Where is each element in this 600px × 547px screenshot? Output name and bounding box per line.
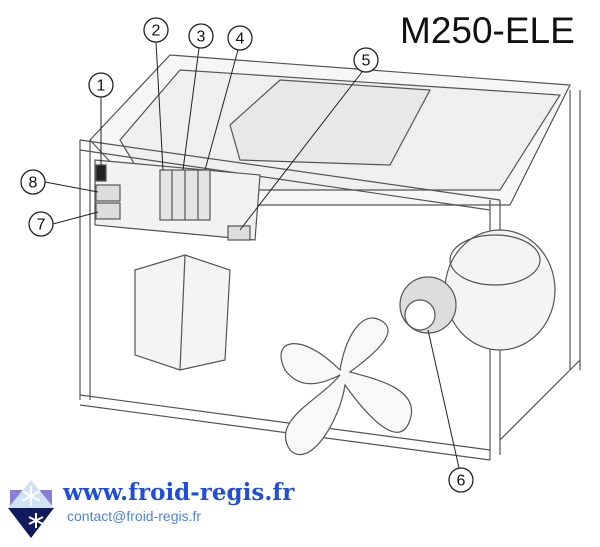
callout-1: 1 [88, 72, 114, 98]
svg-text:7: 7 [37, 217, 46, 234]
callout-8: 8 [20, 169, 46, 195]
frame [79, 54, 581, 461]
callout-5: 5 [353, 47, 379, 73]
svg-text:8: 8 [29, 175, 38, 192]
svg-text:2: 2 [152, 23, 161, 40]
svg-text:1: 1 [97, 78, 106, 95]
svg-text:6: 6 [457, 473, 466, 490]
email-link[interactable]: contact@froid-regis.fr [67, 508, 202, 524]
callout-4: 4 [227, 25, 253, 51]
svg-text:3: 3 [197, 29, 206, 46]
website-link[interactable]: www.froid-regis.fr [63, 479, 295, 506]
snowflake-logo-icon [8, 480, 54, 538]
callout-7: 7 [28, 211, 54, 237]
callout-2: 2 [143, 17, 169, 43]
callout-3: 3 [188, 23, 214, 49]
svg-text:5: 5 [362, 53, 371, 70]
callout-6: 6 [448, 467, 474, 493]
svg-text:4: 4 [236, 31, 245, 48]
leader-lines [44, 41, 460, 469]
model-title: M250-ELE [400, 10, 575, 51]
